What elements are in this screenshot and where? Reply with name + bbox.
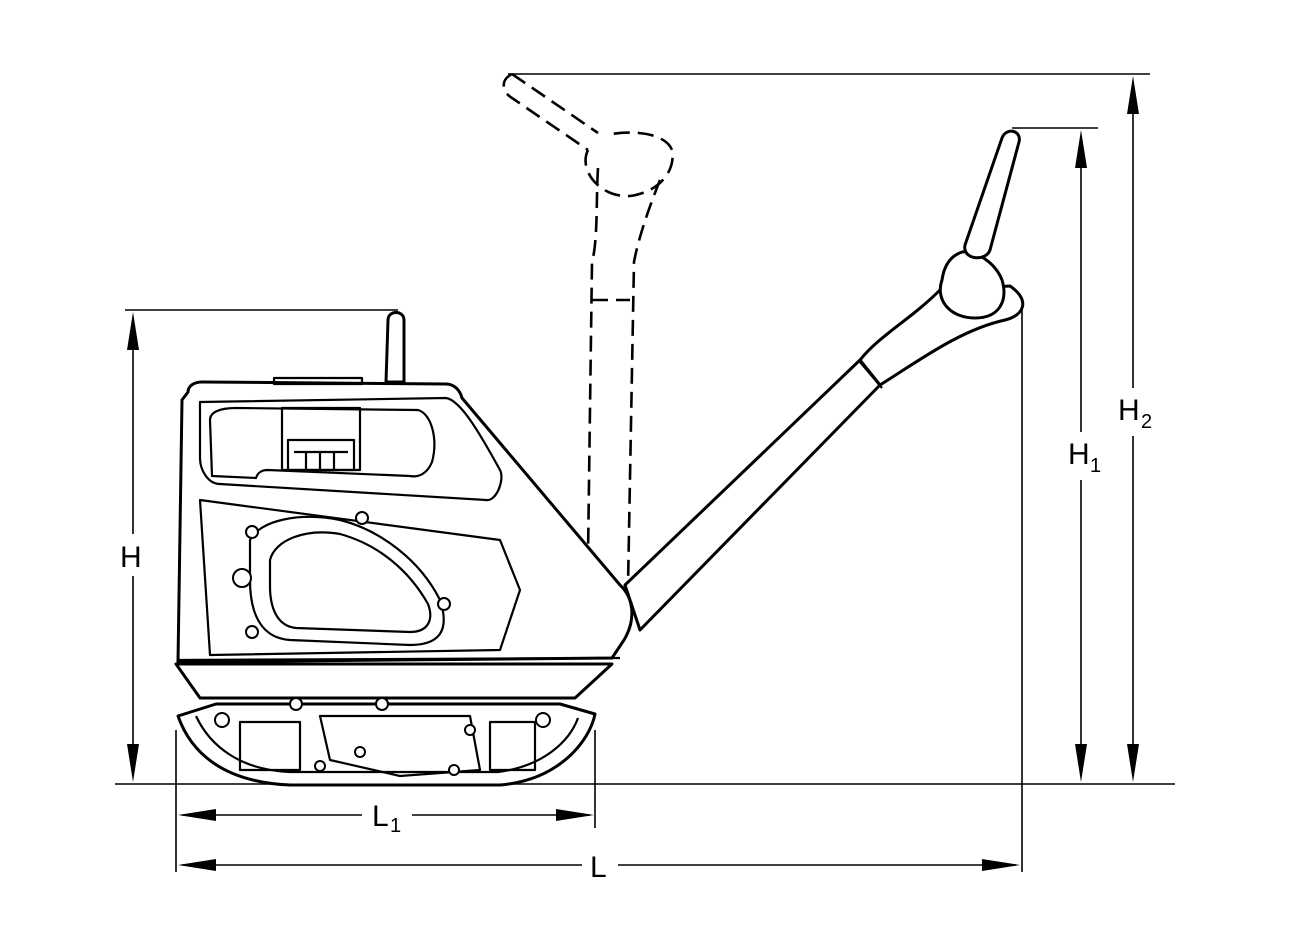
- dimension-h1: H 1: [1062, 130, 1106, 782]
- label-h1-subscript: 1: [1090, 455, 1101, 477]
- label-h2-subscript: 2: [1141, 411, 1152, 433]
- handle-tilted: [623, 127, 1098, 632]
- base-plate: [174, 662, 614, 787]
- dimension-l: L: [178, 846, 1020, 884]
- label-l1: L: [372, 800, 389, 833]
- dimension-h: H: [112, 312, 152, 782]
- label-l: L: [590, 851, 607, 884]
- label-h: H: [120, 541, 142, 574]
- label-l1-subscript: 1: [390, 815, 401, 837]
- label-h2: H: [1118, 394, 1140, 427]
- dimension-h2: H 2: [1112, 76, 1160, 782]
- dimension-l1: L 1: [178, 796, 594, 837]
- handle-upright-dashed: [502, 72, 674, 587]
- label-h1: H: [1068, 438, 1090, 471]
- engine-housing: [176, 311, 634, 664]
